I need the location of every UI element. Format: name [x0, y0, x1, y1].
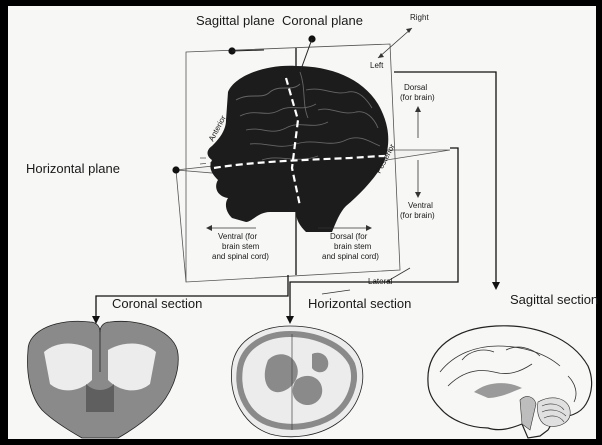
- horizontal-plane-label: Horizontal plane: [26, 161, 120, 176]
- coronal-section-label: Coronal section: [112, 296, 202, 311]
- ventral-brain-label-1: Ventral: [408, 201, 433, 210]
- right-label: Right: [410, 13, 429, 22]
- horizontal-pin-dot: [172, 166, 179, 173]
- sagittal-plane-label: Sagittal plane: [196, 13, 275, 28]
- ventral-stem-label-2: brain stem: [222, 242, 260, 251]
- dorsal-stem-label-2: brain stem: [334, 242, 372, 251]
- left-label: Left: [370, 61, 384, 70]
- dorsal-stem-label-3: and spinal cord): [322, 252, 379, 261]
- dorsal-stem-label-1: Dorsal (for: [330, 232, 368, 241]
- dorsal-brain-label-1: Dorsal: [404, 83, 427, 92]
- dorsal-brain-label-2: (for brain): [400, 93, 435, 102]
- horizontal-section-label: Horizontal section: [308, 296, 411, 311]
- ventral-stem-label-3: and spinal cord): [212, 252, 269, 261]
- ventral-stem-label-1: Ventral (for: [218, 232, 257, 241]
- sagittal-section-label: Sagittal section: [510, 292, 598, 307]
- coronal-plane-label: Coronal plane: [282, 13, 363, 28]
- ventral-brain-label-2: (for brain): [400, 211, 435, 220]
